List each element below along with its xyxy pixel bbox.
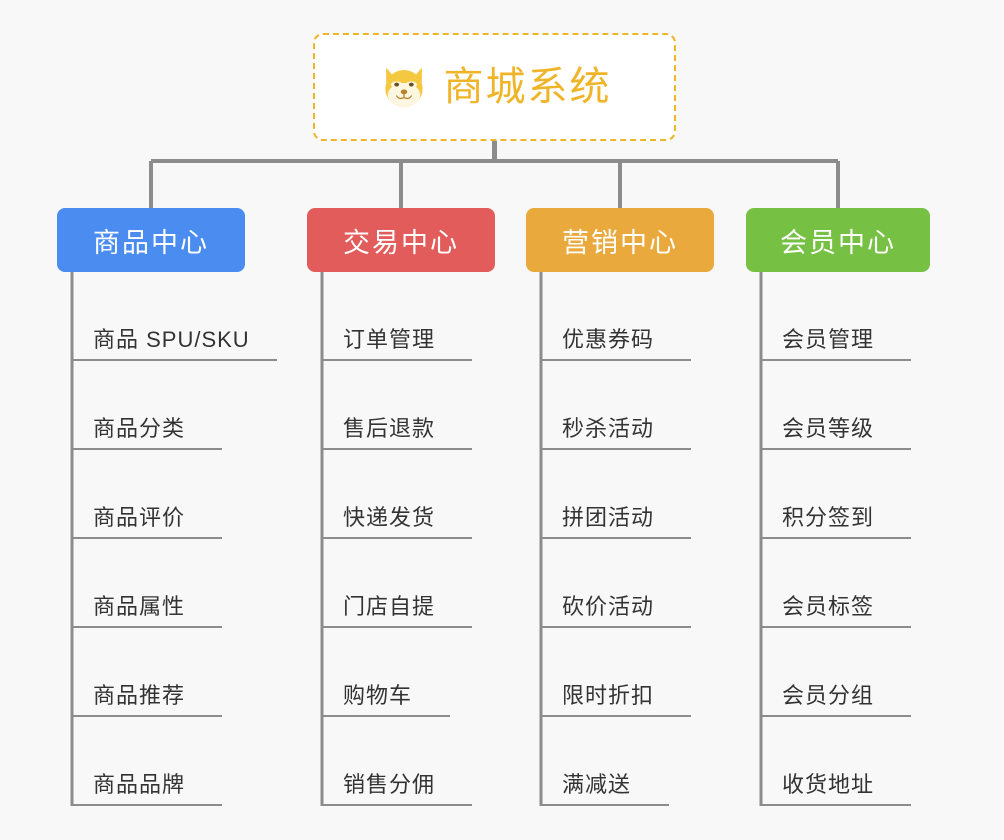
category-header-3[interactable]: 营销中心 <box>526 208 714 272</box>
leaf-item[interactable]: 会员管理 <box>746 272 930 361</box>
root-title: 商城系统 <box>443 65 612 109</box>
leaf-underline <box>761 537 911 539</box>
leaf-underline <box>72 537 222 539</box>
shiba-dog-face-icon <box>384 67 423 108</box>
leaf-list: 会员管理会员等级积分签到会员标签会员分组收货地址 <box>746 272 930 806</box>
leaf-item[interactable]: 会员等级 <box>746 361 930 450</box>
category-header-4[interactable]: 会员中心 <box>746 208 930 272</box>
leaf-item-label: 秒杀活动 <box>562 416 655 441</box>
leaf-underline <box>322 626 472 628</box>
leaf-item[interactable]: 收货地址 <box>746 717 930 806</box>
leaf-item-label: 商品分类 <box>93 416 186 441</box>
leaf-underline <box>72 359 277 361</box>
leaf-item-label: 门店自提 <box>343 594 436 619</box>
leaf-item[interactable]: 限时折扣 <box>526 628 714 717</box>
leaf-list: 商品 SPU/SKU 商品分类商品评价商品属性商品推荐商品品牌 <box>57 272 277 806</box>
leaf-item[interactable]: 商品评价 <box>57 450 245 539</box>
leaf-item[interactable]: 会员分组 <box>746 628 930 717</box>
category-column: 交易中心订单管理售后退款快递发货门店自提购物车销售分佣 <box>307 208 495 806</box>
leaf-underline <box>322 359 472 361</box>
leaf-item-label: 商品属性 <box>93 594 186 619</box>
root-node[interactable]: 商城系统 <box>313 33 676 141</box>
leaf-underline <box>761 715 911 717</box>
leaf-underline <box>541 448 691 450</box>
leaf-item[interactable]: 积分签到 <box>746 450 930 539</box>
category-header-label: 会员中心 <box>780 227 896 258</box>
leaf-item-label: 会员标签 <box>782 594 875 619</box>
leaf-item-label: 拼团活动 <box>562 505 655 530</box>
category-column: 商品中心商品 SPU/SKU 商品分类商品评价商品属性商品推荐商品品牌 <box>57 208 277 806</box>
leaf-list: 优惠券码秒杀活动拼团活动砍价活动限时折扣满减送 <box>526 272 714 806</box>
leaf-item[interactable]: 购物车 <box>307 628 495 717</box>
leaf-item[interactable]: 门店自提 <box>307 539 495 628</box>
leaf-item[interactable]: 优惠券码 <box>526 272 714 361</box>
leaf-underline <box>541 537 691 539</box>
leaf-underline <box>322 448 472 450</box>
leaf-item-label: 优惠券码 <box>562 327 655 352</box>
category-header-label: 营销中心 <box>562 227 678 258</box>
leaf-item-label: 商品评价 <box>93 505 186 530</box>
leaf-underline <box>72 626 222 628</box>
leaf-item-label: 会员等级 <box>782 416 875 441</box>
leaf-underline <box>72 448 222 450</box>
leaf-item-label: 购物车 <box>343 683 413 708</box>
leaf-item-label: 商品推荐 <box>93 683 186 708</box>
leaf-item-label: 售后退款 <box>343 416 436 441</box>
leaf-item[interactable]: 满减送 <box>526 717 714 806</box>
leaf-underline <box>761 359 911 361</box>
leaf-item-label: 商品品牌 <box>93 772 186 797</box>
leaf-item[interactable]: 商品推荐 <box>57 628 245 717</box>
leaf-item-label: 限时折扣 <box>562 683 655 708</box>
leaf-item-label: 积分签到 <box>782 505 875 530</box>
leaf-item[interactable]: 商品属性 <box>57 539 245 628</box>
leaf-underline <box>322 537 472 539</box>
leaf-underline <box>322 804 472 806</box>
leaf-item-label: 满减送 <box>562 772 632 797</box>
leaf-item-label: 砍价活动 <box>562 594 655 619</box>
category-header-label: 交易中心 <box>343 227 459 258</box>
leaf-list: 订单管理售后退款快递发货门店自提购物车销售分佣 <box>307 272 495 806</box>
leaf-item-label: 订单管理 <box>343 327 436 352</box>
leaf-item[interactable]: 商品 SPU/SKU <box>57 272 277 361</box>
leaf-item[interactable]: 砍价活动 <box>526 539 714 628</box>
leaf-underline <box>541 715 691 717</box>
category-header-2[interactable]: 交易中心 <box>307 208 495 272</box>
leaf-item[interactable]: 商品品牌 <box>57 717 245 806</box>
leaf-item[interactable]: 拼团活动 <box>526 450 714 539</box>
leaf-underline <box>761 448 911 450</box>
leaf-item[interactable]: 售后退款 <box>307 361 495 450</box>
leaf-underline <box>761 804 911 806</box>
leaf-underline <box>72 715 222 717</box>
leaf-underline <box>541 626 691 628</box>
leaf-item-label: 会员管理 <box>782 327 875 352</box>
category-header-label: 商品中心 <box>93 227 209 258</box>
leaf-underline <box>322 715 450 717</box>
leaf-item[interactable]: 订单管理 <box>307 272 495 361</box>
leaf-item-label: 收货地址 <box>782 772 875 797</box>
leaf-item-label: 商品 SPU/SKU <box>93 327 250 352</box>
leaf-item[interactable]: 销售分佣 <box>307 717 495 806</box>
leaf-item-label: 销售分佣 <box>343 772 436 797</box>
leaf-item-label: 快递发货 <box>343 505 436 530</box>
leaf-underline <box>72 804 222 806</box>
leaf-item[interactable]: 商品分类 <box>57 361 245 450</box>
leaf-underline <box>761 626 911 628</box>
category-column: 会员中心会员管理会员等级积分签到会员标签会员分组收货地址 <box>746 208 930 806</box>
leaf-underline <box>541 359 691 361</box>
leaf-item-label: 会员分组 <box>782 683 875 708</box>
category-column: 营销中心优惠券码秒杀活动拼团活动砍价活动限时折扣满减送 <box>526 208 714 806</box>
leaf-underline <box>541 804 669 806</box>
leaf-item[interactable]: 秒杀活动 <box>526 361 714 450</box>
category-header-1[interactable]: 商品中心 <box>57 208 245 272</box>
leaf-item[interactable]: 快递发货 <box>307 450 495 539</box>
leaf-item[interactable]: 会员标签 <box>746 539 930 628</box>
